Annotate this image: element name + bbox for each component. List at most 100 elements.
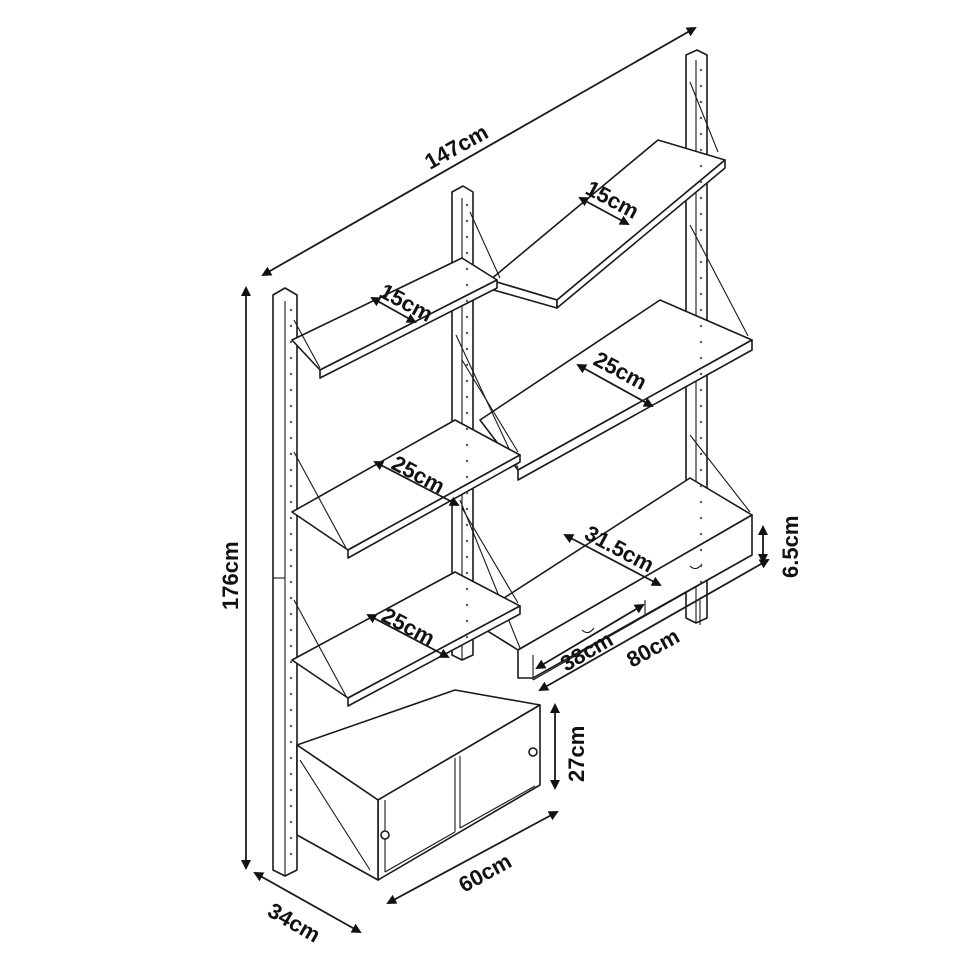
- peg-hole: [465, 459, 469, 463]
- peg-hole: [699, 340, 703, 344]
- peg-hole: [465, 203, 469, 207]
- peg-hole: [699, 212, 703, 216]
- peg-hole: [699, 516, 703, 520]
- peg-hole: [289, 324, 293, 328]
- label-cabinet-height: 27cm: [564, 726, 589, 782]
- peg-hole: [289, 852, 293, 856]
- peg-hole: [289, 388, 293, 392]
- dim-line-top-shelf-right: [578, 197, 630, 225]
- dim-line-cabinet-width: [386, 811, 559, 904]
- peg-hole: [465, 315, 469, 319]
- peg-hole: [289, 628, 293, 632]
- peg-hole: [465, 571, 469, 575]
- peg-hole: [699, 404, 703, 408]
- peg-hole: [289, 708, 293, 712]
- peg-hole: [699, 148, 703, 152]
- peg-hole: [465, 331, 469, 335]
- peg-hole: [289, 468, 293, 472]
- peg-hole: [289, 564, 293, 568]
- peg-hole: [289, 676, 293, 680]
- peg-hole: [699, 244, 703, 248]
- peg-hole: [699, 372, 703, 376]
- label-desk-width: 80cm: [622, 623, 683, 672]
- peg-hole: [465, 491, 469, 495]
- peg-hole: [699, 132, 703, 136]
- dim-line-low-shelf-left: [366, 614, 450, 658]
- peg-hole: [465, 603, 469, 607]
- peg-hole: [465, 587, 469, 591]
- peg-hole: [699, 228, 703, 232]
- label-total-height: 176cm: [218, 541, 243, 610]
- peg-hole: [465, 379, 469, 383]
- peg-hole: [289, 548, 293, 552]
- peg-hole: [289, 788, 293, 792]
- peg-hole: [289, 756, 293, 760]
- dim-line-top-shelf-left: [370, 297, 417, 323]
- peg-hole: [289, 660, 293, 664]
- peg-hole: [699, 420, 703, 424]
- peg-hole: [699, 68, 703, 72]
- peg-hole: [465, 299, 469, 303]
- peg-hole: [289, 436, 293, 440]
- peg-hole: [465, 235, 469, 239]
- peg-hole: [289, 836, 293, 840]
- peg-hole: [699, 564, 703, 568]
- dim-line-depth: [253, 872, 362, 933]
- peg-hole: [465, 443, 469, 447]
- peg-hole: [699, 484, 703, 488]
- peg-hole: [289, 612, 293, 616]
- peg-hole: [289, 820, 293, 824]
- peg-hole: [465, 427, 469, 431]
- peg-hole: [699, 452, 703, 456]
- label-depth: 34cm: [264, 898, 325, 948]
- label-drawer-height: 6.5cm: [778, 516, 803, 578]
- peg-hole: [465, 555, 469, 559]
- dim-line-total-width: [261, 27, 697, 276]
- peg-hole: [289, 516, 293, 520]
- peg-hole: [699, 356, 703, 360]
- peg-hole: [465, 267, 469, 271]
- peg-hole: [699, 260, 703, 264]
- peg-hole: [699, 548, 703, 552]
- peg-hole: [465, 507, 469, 511]
- peg-hole: [465, 219, 469, 223]
- peg-hole: [289, 804, 293, 808]
- peg-hole: [699, 436, 703, 440]
- peg-hole: [699, 532, 703, 536]
- peg-hole: [465, 395, 469, 399]
- peg-hole: [699, 580, 703, 584]
- peg-hole: [699, 308, 703, 312]
- peg-hole: [699, 276, 703, 280]
- peg-hole: [289, 420, 293, 424]
- dim-line-mid-shelf-left: [373, 461, 460, 506]
- peg-hole: [699, 324, 703, 328]
- label-total-width: 147cm: [420, 119, 492, 174]
- peg-hole: [289, 372, 293, 376]
- peg-hole: [289, 484, 293, 488]
- peg-hole: [289, 452, 293, 456]
- dim-line-mid-shelf-right: [576, 364, 654, 407]
- peg-hole: [289, 340, 293, 344]
- peg-hole: [289, 644, 293, 648]
- peg-hole: [289, 740, 293, 744]
- peg-hole: [699, 292, 703, 296]
- peg-hole: [465, 347, 469, 351]
- peg-hole: [289, 532, 293, 536]
- shelf-low-left: [291, 507, 521, 707]
- peg-hole: [289, 580, 293, 584]
- upright-left: [272, 287, 298, 877]
- peg-hole: [465, 411, 469, 415]
- peg-hole: [465, 635, 469, 639]
- peg-hole: [465, 363, 469, 367]
- peg-hole: [699, 164, 703, 168]
- peg-hole: [289, 404, 293, 408]
- peg-hole: [289, 596, 293, 600]
- peg-hole: [289, 772, 293, 776]
- peg-hole: [465, 539, 469, 543]
- peg-hole: [699, 180, 703, 184]
- peg-hole: [289, 724, 293, 728]
- peg-hole: [289, 308, 293, 312]
- peg-hole: [465, 283, 469, 287]
